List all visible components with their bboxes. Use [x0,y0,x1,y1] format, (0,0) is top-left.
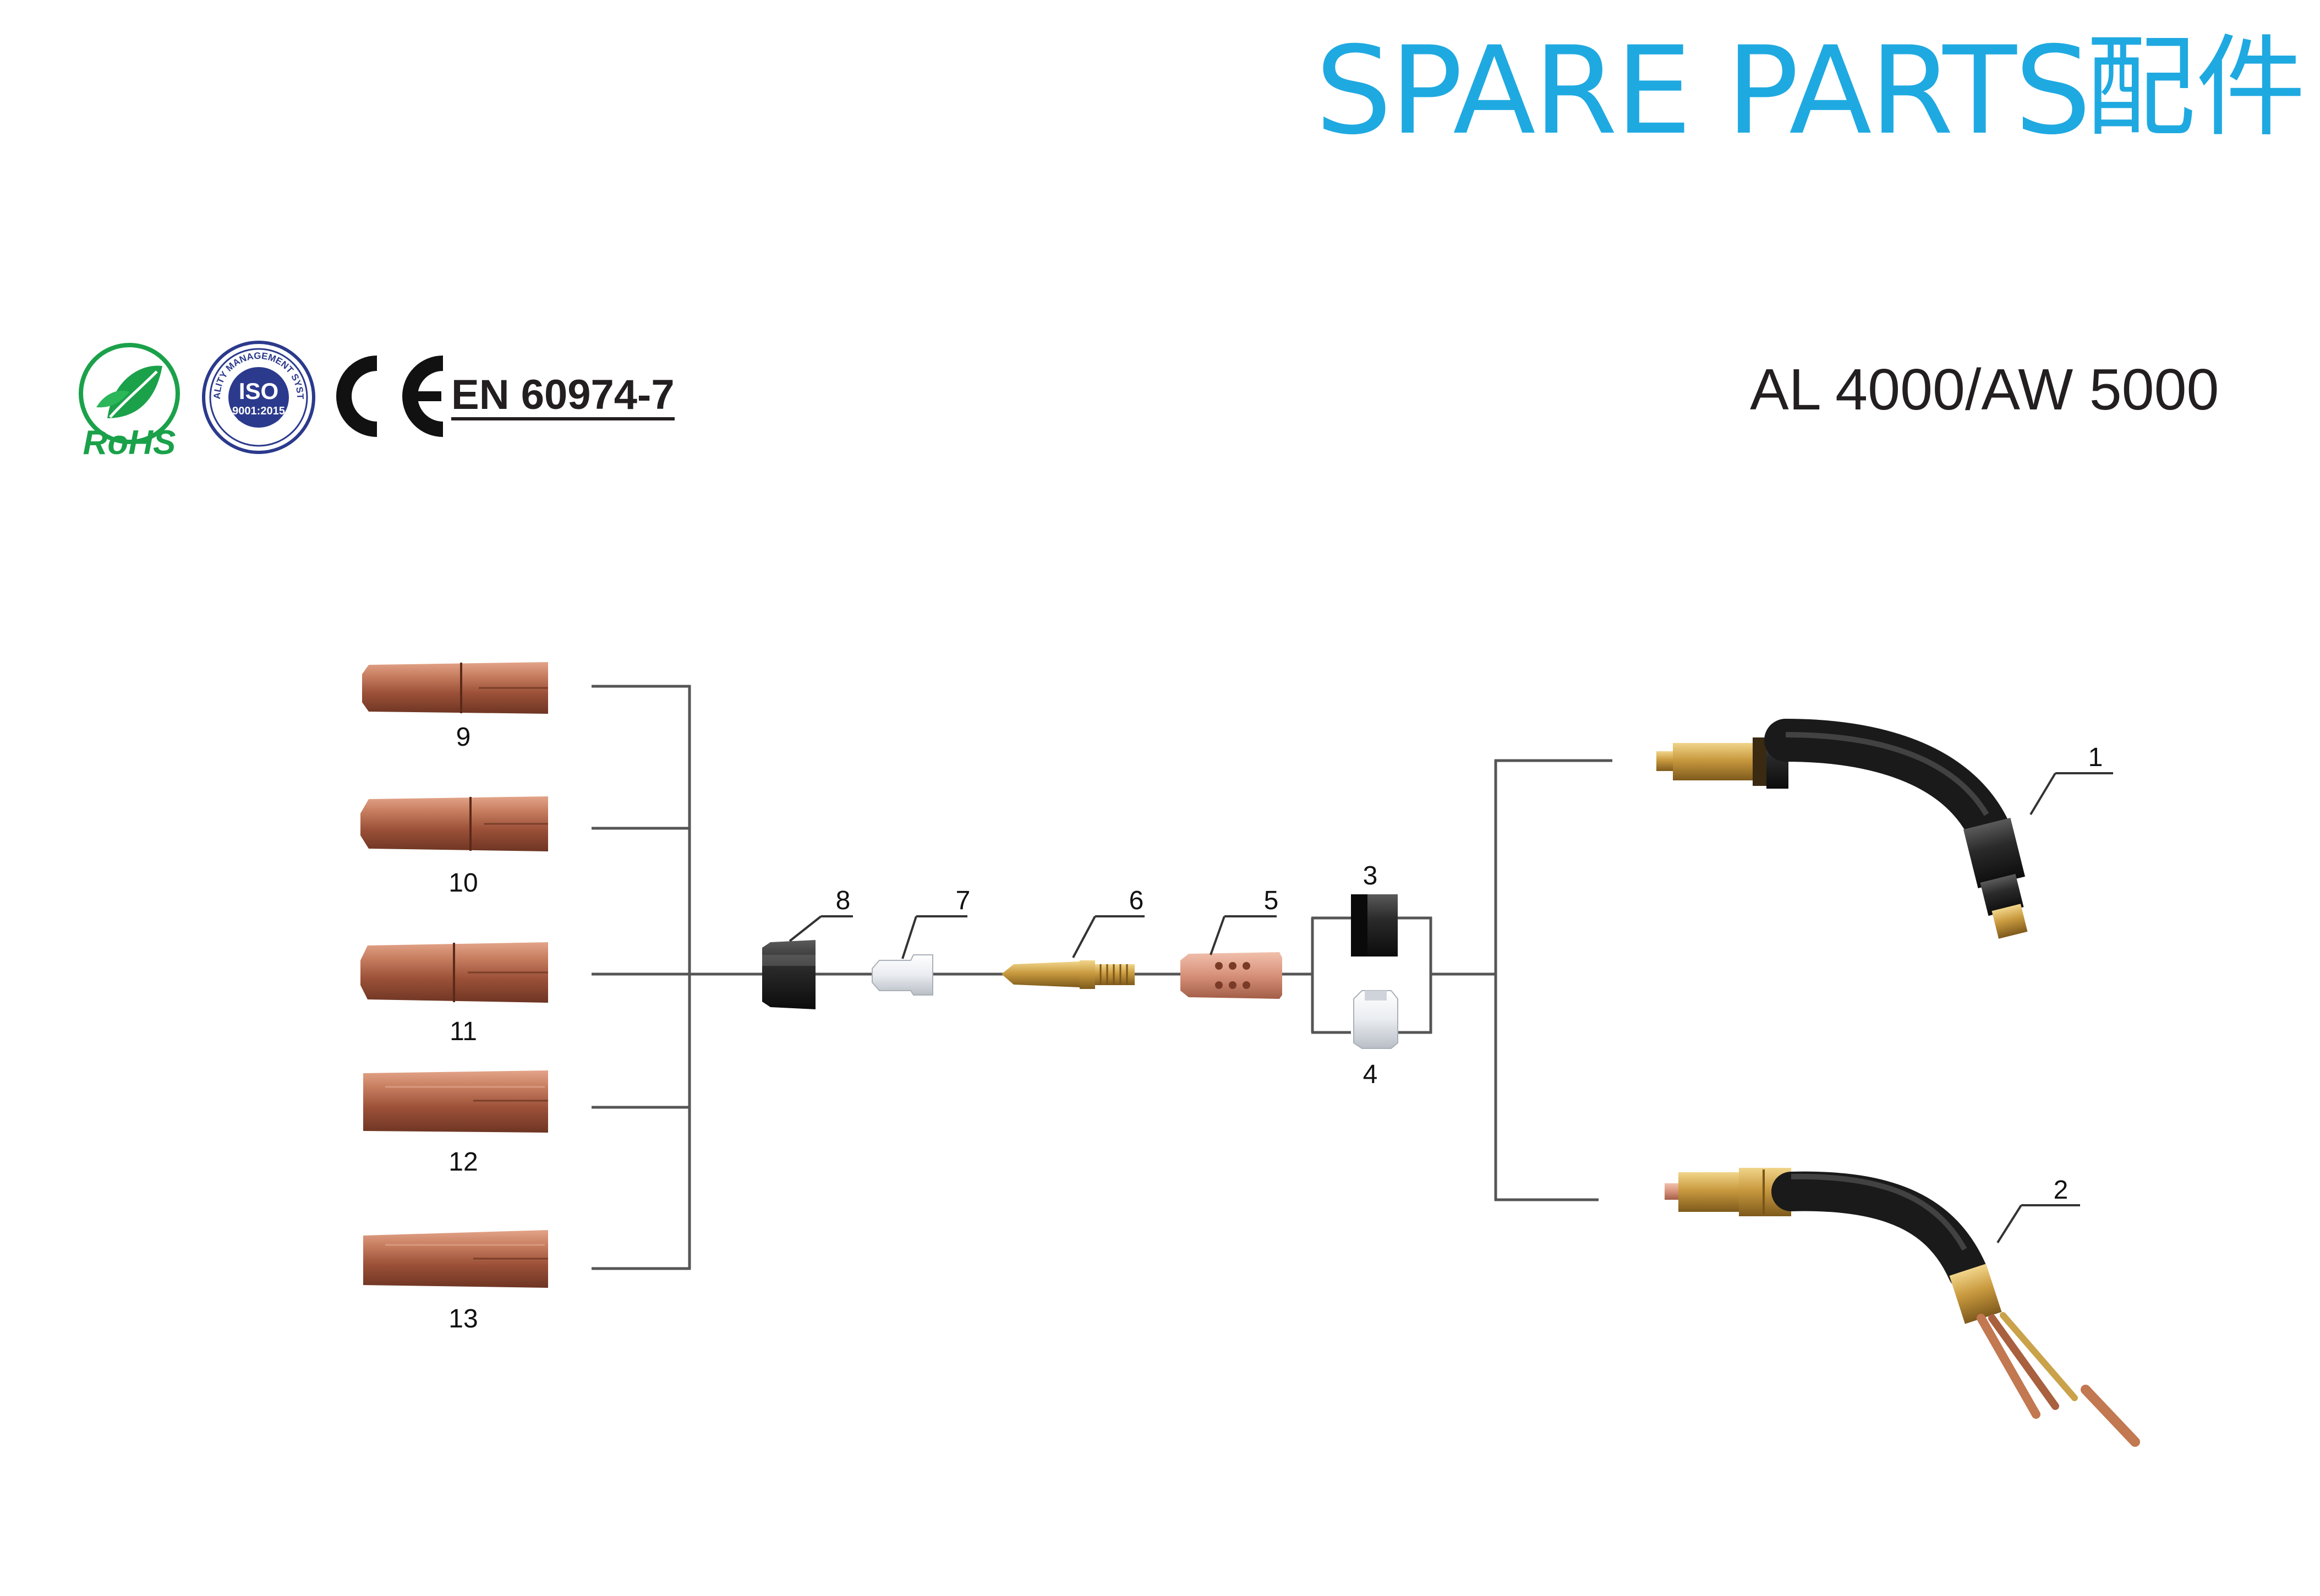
iso-mark: ISO [239,378,278,404]
certification-logos: RoHS QUALITY MANAGEMENT SYSTEM CERTIFIED… [74,333,680,460]
page-title-chinese: 配件 [2086,24,2306,152]
part-label-12: 12 [448,1147,478,1177]
part-label-2: 2 [2054,1176,2069,1205]
part-label-8: 8 [836,886,851,915]
part-label-10: 10 [448,868,478,898]
torch-neck-2: 2 [1665,1168,2140,1447]
part-label-7: 7 [956,886,971,915]
tip-holder-5: 5 [1180,886,1282,999]
nozzle-11: 11 [360,942,548,1046]
part-label-4: 4 [1363,1060,1378,1089]
nozzle-9: 9 [362,662,548,752]
nozzle-12: 12 [363,1070,548,1177]
retaining-ring-8: 8 [762,886,853,1009]
part-label-9: 9 [456,723,471,752]
part-label-11: 11 [450,1017,477,1046]
iso-logo: QUALITY MANAGEMENT SYSTEM CERTIFIED ISO … [201,340,315,454]
ce-logo [336,356,444,437]
gas-diffuser-7: 7 [872,886,971,996]
iso-standard-code: 9001:2015 [232,405,285,417]
insulator-4: 4 [1353,990,1398,1089]
standard-en-60974-7: EN 60974-7 [451,374,675,420]
model-name: AL 4000/AW 5000 [1750,357,2219,422]
nozzle-13: 13 [363,1230,548,1333]
part-label-6: 6 [1129,886,1144,915]
nozzle-10: 10 [360,796,548,898]
contact-tip-6: 6 [1002,886,1145,989]
rohs-logo: RoHS [79,343,180,457]
insulator-3: 3 [1351,861,1398,956]
rohs-text: RoHS [83,424,176,457]
page-title: SPARE PARTS [1315,20,2092,161]
torch-neck-1: 1 [1656,719,2113,939]
part-label-13: 13 [448,1304,478,1333]
part-label-5: 5 [1264,886,1279,915]
part-label-3: 3 [1363,861,1378,890]
part-label-1: 1 [2088,743,2103,772]
